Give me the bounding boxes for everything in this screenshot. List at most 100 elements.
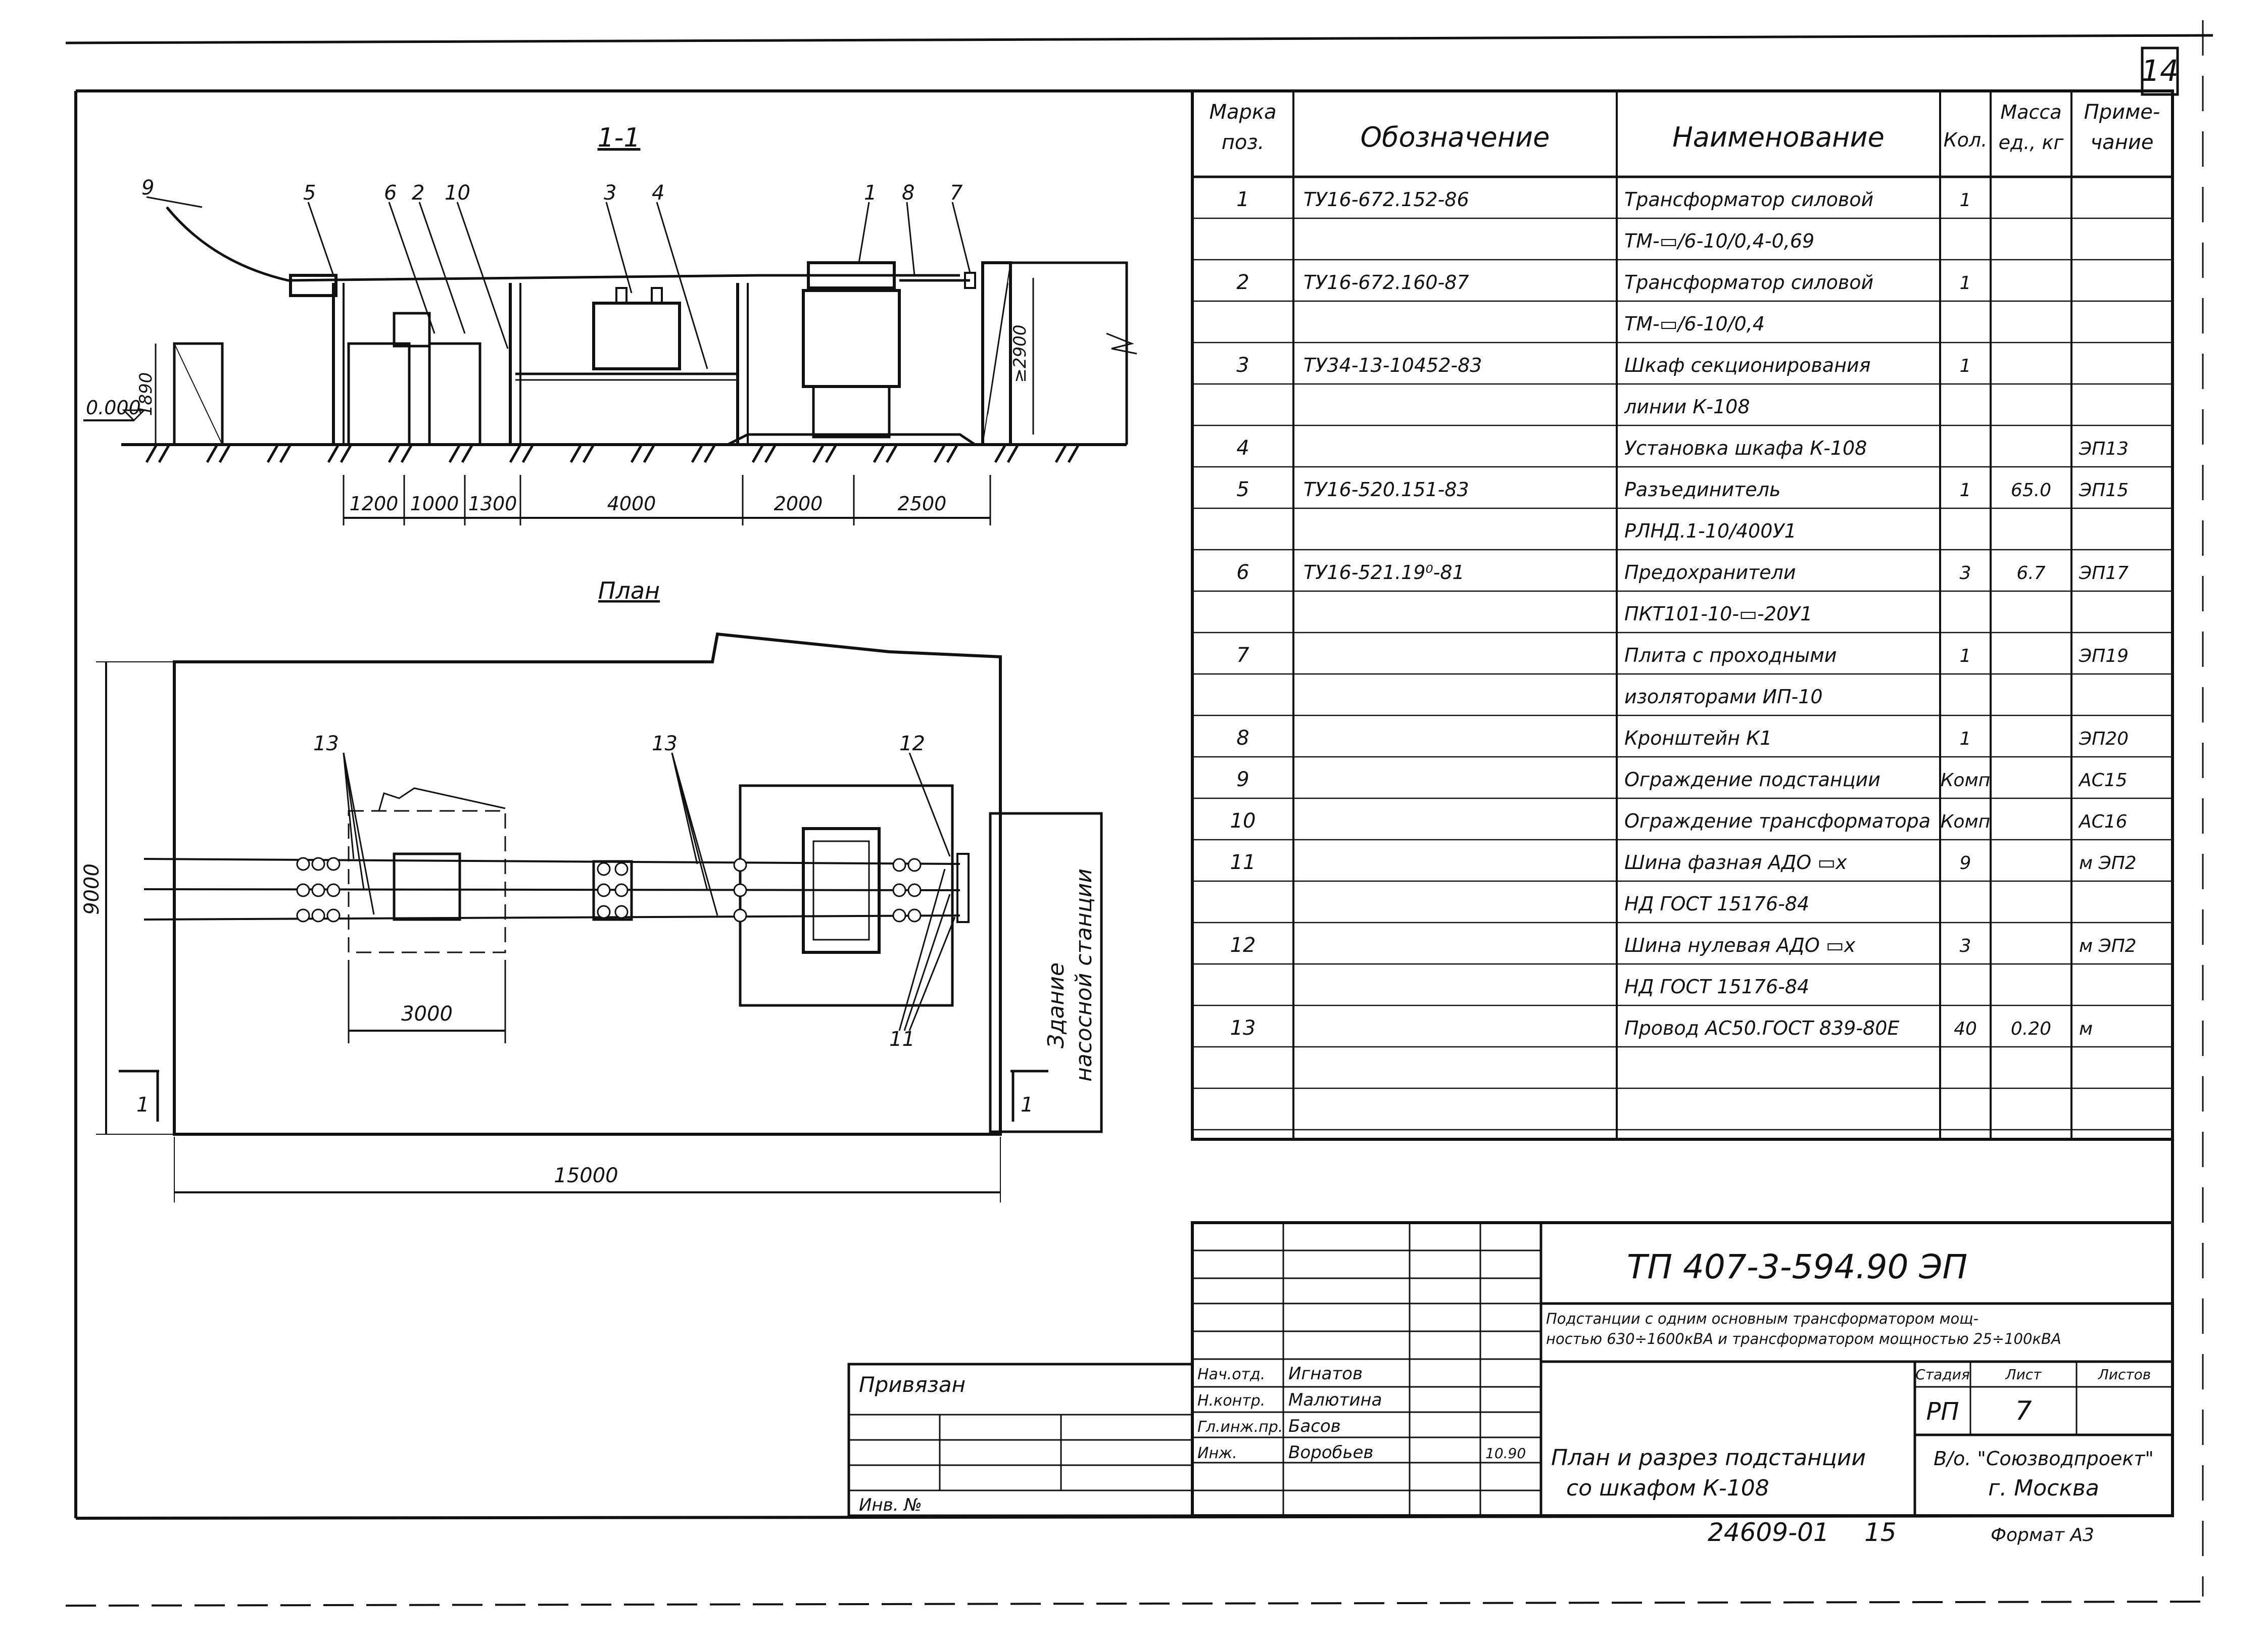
spec-cell-note: ЭП20	[2079, 729, 2129, 749]
cabinet-zone	[348, 810, 506, 953]
plan-callout-13a: 13	[313, 732, 339, 755]
foundation	[727, 433, 976, 446]
fence-left	[173, 342, 224, 446]
signature-name: Игнатов	[1288, 1364, 1363, 1384]
spec-cell-mass: 6.7	[2016, 563, 2045, 584]
dim-4000: 4000	[607, 493, 656, 515]
section-title: 1-1	[598, 123, 641, 153]
spec-cell-note: ЭП19	[2079, 646, 2129, 666]
section-mark-left: 1	[136, 1093, 149, 1117]
plan-title: План	[598, 577, 660, 604]
cabinet-3	[592, 302, 681, 370]
ground-hatch	[145, 444, 1080, 463]
plan-cabinet	[393, 852, 461, 921]
dim-1300: 1300	[468, 493, 517, 515]
plan-callout-12: 12	[899, 732, 925, 755]
transformer-enclosure	[739, 784, 954, 1007]
spec-cell-name: Плита с проходными	[1624, 644, 1837, 666]
callout-8: 8	[902, 181, 914, 205]
spec-cell-name: Предохранители	[1624, 561, 1796, 584]
transformer-1	[802, 289, 901, 388]
building-wall	[981, 261, 1012, 446]
spec-cell-pos: 3	[1236, 354, 1249, 377]
spec-cell-name: Трансформатор силовой	[1624, 271, 1873, 294]
callout-6: 6	[384, 181, 397, 205]
plan-callout-11: 11	[889, 1028, 915, 1051]
description-line2: ностью 630÷1600кВА и трансформатором мощ…	[1546, 1330, 2061, 1347]
spec-cell-pos: 4	[1236, 437, 1249, 460]
spec-cell-pos: 10	[1230, 809, 1256, 833]
section-mark-right: 1	[1021, 1093, 1033, 1117]
sheet-value: 7	[2015, 1396, 2032, 1426]
plan-callout-13b: 13	[652, 732, 678, 755]
sheets-header: Листов	[2098, 1366, 2151, 1383]
elevation-triangle	[122, 409, 146, 422]
dim-2000: 2000	[774, 493, 823, 515]
spec-cell-name: Ограждение подстанции	[1624, 768, 1880, 791]
org-line2: г. Москва	[1988, 1475, 2099, 1501]
header-mass-1: Масса	[2000, 101, 2061, 123]
signature-name: Басов	[1288, 1416, 1341, 1436]
drawing-title-2: со шкафом К-108	[1566, 1475, 1769, 1501]
spec-cell-name: Кронштейн К1	[1624, 727, 1772, 749]
spec-cell-name: РЛНД.1-10/400У1	[1624, 520, 1797, 542]
spec-cell-code: ТУ16-520.151-83	[1304, 478, 1469, 501]
spec-cell-pos: 11	[1230, 851, 1256, 874]
project-code: ТП 407-3-594.90 ЭП	[1627, 1247, 1967, 1286]
callout-1: 1	[864, 181, 877, 205]
building-label-2: насосной станции	[1071, 868, 1097, 1082]
spec-cell-name: ПКТ101-10-▭-20У1	[1624, 603, 1812, 625]
transformer-1-top	[807, 261, 896, 289]
spec-cell-code: ТУ16-521.19⁰-81	[1304, 561, 1465, 584]
header-mark-1: Марка	[1209, 101, 1276, 124]
spec-cell-qty: Комп	[1941, 811, 1990, 832]
height-left: 1890	[136, 372, 156, 416]
spec-table: Марка поз. Обозначение Наименование Кол.…	[1191, 89, 2174, 1141]
spec-cell-pos: 9	[1236, 768, 1249, 791]
spec-cell-name: Установка шкафа К-108	[1624, 437, 1867, 459]
spec-cell-qty: 3	[1960, 936, 1971, 956]
spec-cell-name: Разъединитель	[1624, 478, 1780, 501]
section-view: 1-1 0.000 1890	[83, 123, 1137, 525]
spec-cell-note: м	[2079, 1019, 2093, 1039]
dim-3000: 3000	[401, 1002, 453, 1026]
signature-name: Малютина	[1288, 1390, 1382, 1410]
callout-5: 5	[303, 181, 316, 205]
spec-cell-qty: 1	[1960, 646, 1971, 666]
sheet-header: Лист	[2005, 1366, 2042, 1383]
spec-cell-pos: 2	[1236, 271, 1249, 294]
archive-suffix: 15	[1864, 1518, 1897, 1547]
spec-cell-qty: Комп	[1941, 770, 1990, 791]
callout-4: 4	[652, 181, 664, 205]
drawing-title-1: План и разрез подстанции	[1551, 1445, 1866, 1471]
overhead-wire	[166, 206, 960, 282]
plan-view: План Здание насосной станции	[80, 577, 1103, 1202]
spec-cell-code: ТУ34-13-10452-83	[1304, 354, 1482, 376]
spec-cell-note: м ЭП2	[2079, 936, 2137, 956]
building-label-1: Здание	[1043, 962, 1069, 1048]
spec-cell-qty: 40	[1954, 1019, 1977, 1039]
stage-header: Стадия	[1915, 1366, 1969, 1383]
spec-cell-name: ТМ-▭/6-10/0,4-0,69	[1624, 230, 1814, 252]
signature-role: Нач.отд.	[1197, 1366, 1265, 1383]
spec-cell-note: ЭП15	[2079, 480, 2129, 501]
spec-cell-name: Шкаф секционирования	[1624, 354, 1870, 376]
callout-9: 9	[141, 176, 154, 200]
wall-bushings	[956, 853, 970, 923]
spec-cell-note: АС15	[2078, 770, 2128, 791]
header-qty: Кол.	[1944, 129, 1988, 151]
spec-cell-name: НД ГОСТ 15176-84	[1624, 976, 1809, 998]
inv-label: Инв. №	[859, 1495, 922, 1515]
spec-cell-pos: 13	[1230, 1017, 1256, 1040]
spec-cell-code: ТУ16-672.160-87	[1304, 271, 1469, 294]
header-designation: Обозначение	[1361, 121, 1550, 153]
signature-role: Гл.инж.пр.	[1197, 1418, 1283, 1436]
spec-cell-mass: 65.0	[2011, 480, 2051, 501]
spec-cell-name: изоляторами ИП-10	[1624, 686, 1823, 708]
signature-role: Инж.	[1197, 1444, 1237, 1462]
spec-cell-name: Ограждение трансформатора	[1624, 810, 1931, 832]
pump-building	[989, 812, 1103, 1133]
spec-cell-pos: 7	[1236, 644, 1249, 667]
spec-cell-qty: 1	[1960, 356, 1971, 376]
